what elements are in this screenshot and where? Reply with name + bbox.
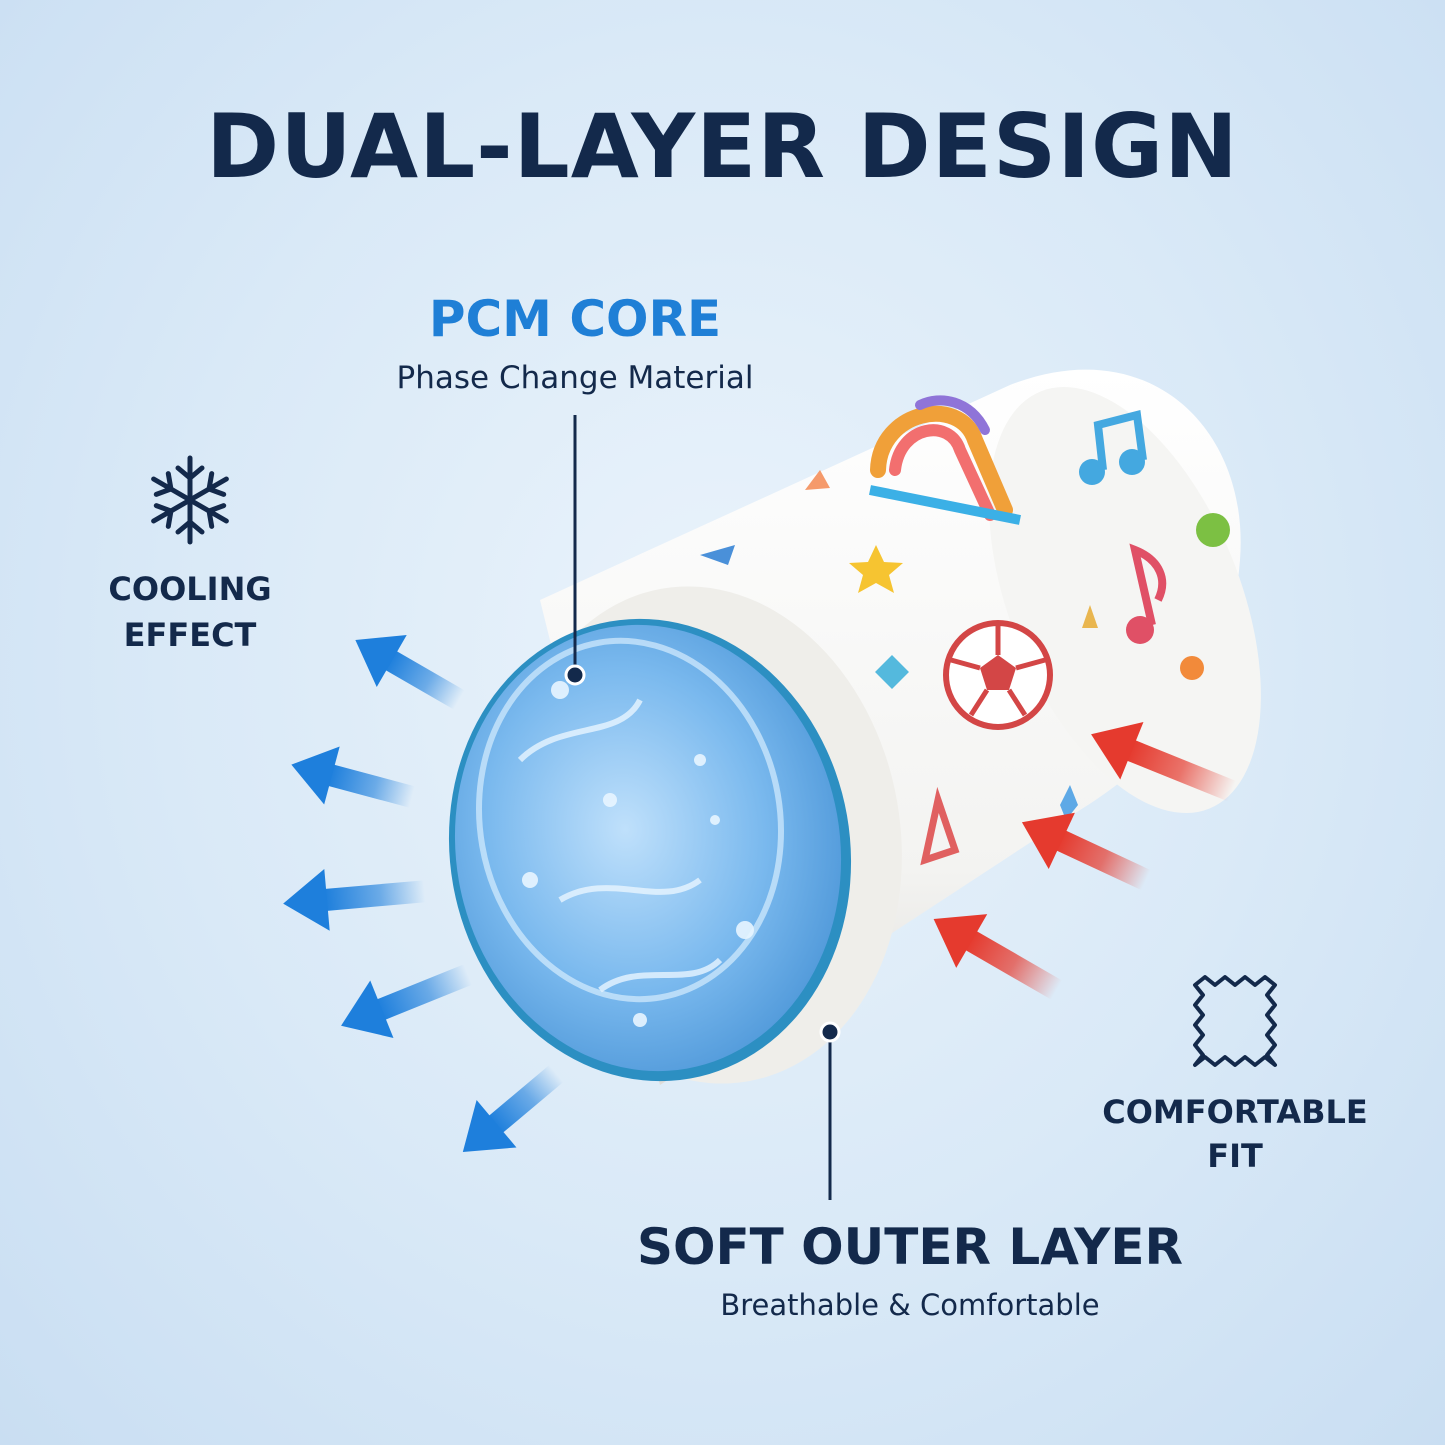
music-note-red-icon: [1126, 543, 1167, 644]
fit-line2: FIT: [1207, 1137, 1263, 1175]
music-note-icon: [1079, 410, 1147, 485]
fabric-swatch-icon: [1193, 975, 1277, 1067]
cooling-arrows: [283, 635, 564, 1152]
heat-arrows: [933, 722, 1237, 1000]
kids-pattern: [700, 395, 1230, 866]
pcm-gel-core: [454, 624, 842, 1072]
pcm-callout-line: [564, 415, 586, 686]
comfortable-fit-label: COMFORTABLE FIT: [1075, 1090, 1395, 1178]
cooling-line1: COOLING: [108, 570, 272, 608]
snowflake-icon: [151, 455, 229, 545]
outer-callout-line: [819, 1021, 841, 1200]
cooling-effect-label: COOLING EFFECT: [70, 566, 310, 658]
fit-line1: COMFORTABLE: [1102, 1093, 1368, 1131]
cooling-line2: EFFECT: [123, 616, 257, 654]
outer-layer-title: SOFT OUTER LAYER: [636, 1218, 1184, 1276]
pcm-core-subtitle: Phase Change Material: [396, 360, 754, 396]
soccer-ball-icon: [943, 620, 1053, 730]
pcm-core-title: PCM CORE: [428, 290, 722, 348]
page-title: DUAL-LAYER DESIGN: [206, 95, 1239, 198]
outer-layer-subtitle: Breathable & Comfortable: [720, 1288, 1100, 1322]
